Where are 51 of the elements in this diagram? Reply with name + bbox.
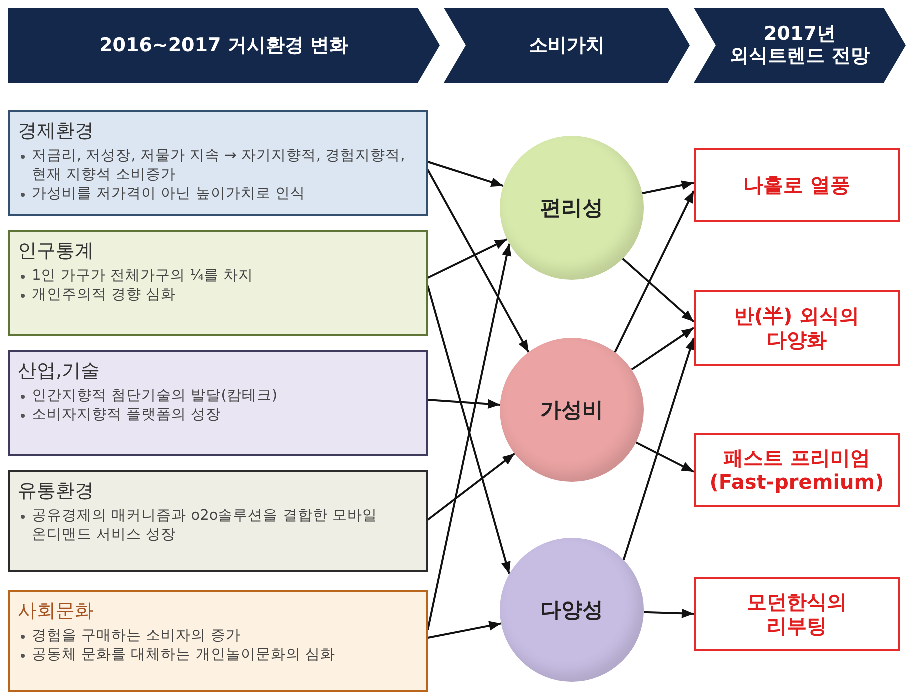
category-box [8, 590, 428, 692]
arrow [636, 442, 694, 473]
trend-box [694, 290, 900, 366]
arrow [427, 170, 530, 353]
bullet-item: 경험을 구매하는 소비자의 증가 [18, 627, 418, 646]
arrow [631, 327, 695, 371]
arrow [642, 180, 694, 194]
box-heading: 산업,기술 [18, 359, 102, 384]
bullet-item: 가성비를 저가격이 아닌 높이가치로 인식 [18, 184, 418, 204]
bullet-item: 인간지향적 첨단기술의 발달(캄테크) [18, 387, 418, 406]
box-heading: 사회문화 [18, 599, 95, 624]
trend-label: 나홀로 열풍 [744, 173, 850, 197]
circle-label: 가성비 [540, 397, 604, 424]
trend-box [694, 433, 900, 507]
trend-label: 반(半) 외식의 다양화 [733, 304, 861, 352]
box-heading: 유통환경 [18, 479, 95, 504]
trend-box [694, 577, 900, 651]
arrow [428, 238, 508, 279]
arrow [428, 161, 504, 188]
arrow [427, 286, 511, 574]
circle-label: 다양성 [540, 597, 604, 624]
bullet-item: 공동체 문화를 대체하는 개인놀이문화의 심화 [18, 646, 418, 665]
chevron-band [8, 8, 440, 83]
arrow [622, 258, 695, 323]
arrow [622, 338, 695, 561]
category-box [8, 230, 428, 336]
band-heading: 2016~2017 거시환경 변화 [98, 34, 350, 57]
category-box [8, 470, 428, 572]
bullet-item: 소비자지향적 플랫폼의 성장 [18, 406, 418, 425]
band-heading: 2017년 외식트렌드 전망 [729, 22, 871, 68]
trend-label: 모던한식의 리부팅 [746, 590, 848, 638]
chevron-band [694, 8, 906, 83]
bullet-item: 1인 가구가 전체가구의 ¼를 차지 [18, 267, 418, 286]
arrow [428, 621, 502, 639]
arrow [614, 190, 695, 353]
arrow [428, 399, 500, 409]
trend-label: 패스트 프리미엄 (Fast-premium) [708, 446, 886, 494]
trend-box [694, 148, 900, 222]
box-heading: 인구통계 [18, 239, 95, 264]
arrow [644, 608, 694, 618]
band-heading: 소비가치 [528, 34, 606, 57]
arrow [427, 244, 512, 630]
bullet-item: 공유경제의 매커니즘과 o2o솔루션을 결합한 모바일 온디맨드 서비스 성장 [18, 507, 418, 545]
box-heading: 경제환경 [18, 119, 95, 144]
bullet-item: 개인주의적 경향 심화 [18, 286, 418, 305]
circle-label: 편리성 [540, 195, 604, 222]
category-box [8, 350, 428, 456]
chevron-band [444, 8, 690, 83]
bullet-item: 저금리, 저성장, 저물가 지속 → 자기지향적, 경험지향적, 현재 지향석 소비증가 [18, 147, 418, 185]
category-box [8, 110, 428, 216]
arrow [427, 452, 516, 521]
